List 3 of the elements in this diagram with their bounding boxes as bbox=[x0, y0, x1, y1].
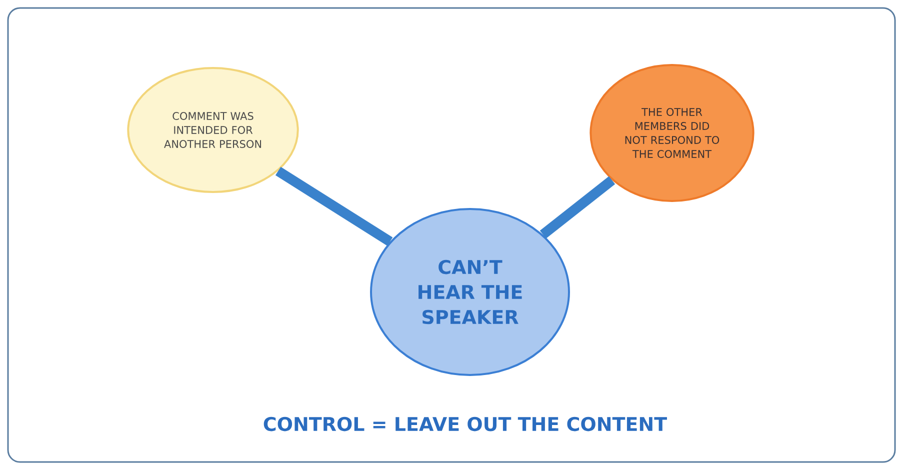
footer-text: CONTROL = LEAVE OUT THE CONTENT bbox=[264, 416, 667, 432]
connector-line bbox=[275, 166, 393, 246]
connector-line bbox=[540, 176, 616, 238]
